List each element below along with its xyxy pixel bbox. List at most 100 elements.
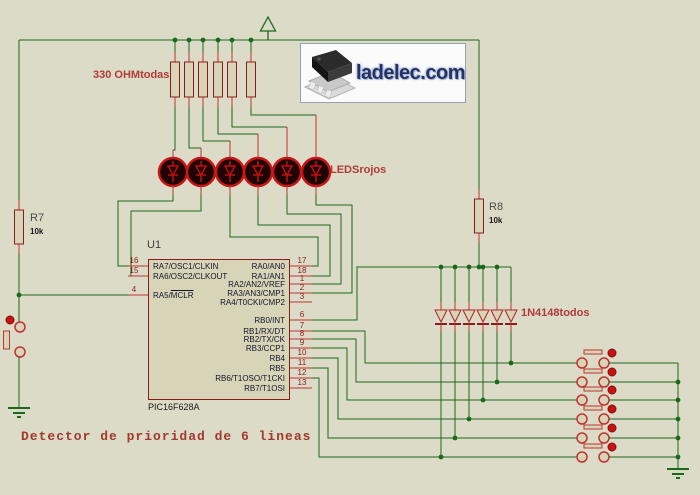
junction-dot: [466, 416, 472, 422]
switch-actuator[interactable]: [607, 367, 617, 377]
switch-terminal[interactable]: [598, 394, 610, 406]
button-terminal[interactable]: [14, 346, 26, 358]
switch-actuator[interactable]: [607, 385, 617, 395]
led-symbol: [223, 165, 237, 177]
switch-terminal[interactable]: [576, 376, 588, 388]
junction-dot: [16, 292, 22, 298]
pin-name: RA0/AN0: [251, 262, 285, 271]
switch-actuator[interactable]: [607, 348, 617, 358]
junction-dot: [476, 264, 482, 270]
switch-terminal[interactable]: [576, 451, 588, 463]
switch-terminal[interactable]: [576, 394, 588, 406]
switch-terminal[interactable]: [576, 357, 588, 369]
switch-terminal[interactable]: [576, 432, 588, 444]
led-symbol: [309, 165, 323, 177]
pin-number: 13: [297, 378, 307, 387]
reset-button[interactable]: [3, 330, 10, 350]
r8-ref: R8: [489, 201, 504, 213]
switch-button-bar[interactable]: [583, 368, 603, 374]
resistor-r7[interactable]: [14, 209, 24, 245]
switch-terminal[interactable]: [598, 357, 610, 369]
switch-button-bar[interactable]: [583, 405, 603, 411]
pin-number: 15: [129, 266, 139, 275]
pin-name: RA2/AN2/VREF: [228, 280, 285, 289]
diode-group-label: 1N4148todos: [521, 307, 590, 319]
diode-1n4148[interactable]: [434, 309, 448, 324]
junction-dot: [508, 360, 514, 366]
wire: [257, 195, 331, 277]
switch-terminal[interactable]: [598, 432, 610, 444]
pin-number: 2: [299, 283, 305, 292]
junction-dot: [494, 379, 500, 385]
led-symbol: [194, 165, 208, 177]
led-symbol: [280, 165, 294, 177]
wire: [173, 107, 176, 151]
switch-actuator[interactable]: [607, 404, 617, 414]
pin-number: 10: [297, 348, 307, 357]
switch-terminal[interactable]: [598, 376, 610, 388]
switch-actuator[interactable]: [607, 442, 617, 452]
pin-number: 16: [129, 256, 139, 265]
schematic-title: Detector de prioridad de 6 lineas: [21, 429, 312, 444]
pin-name: RB5: [269, 364, 285, 373]
pin-number: 8: [299, 329, 305, 338]
wire: [312, 195, 353, 294]
switch-terminal[interactable]: [576, 413, 588, 425]
button-terminal[interactable]: [14, 321, 26, 333]
pin-name: RA5/MCLR: [153, 291, 194, 300]
wire: [250, 107, 316, 116]
switch-button-bar[interactable]: [583, 443, 603, 449]
wire: [312, 367, 577, 439]
pin-name: RB7/T1OSI: [244, 384, 285, 393]
resistor-330ohm[interactable]: [246, 61, 256, 98]
r7-ref: R7: [30, 212, 45, 224]
switch-actuator[interactable]: [607, 423, 617, 433]
u1-part-number: PIC16F628A: [148, 402, 200, 412]
diode-1n4148[interactable]: [490, 309, 504, 324]
led-symbol: [166, 165, 180, 177]
microcontroller-u1[interactable]: [148, 259, 290, 400]
pin-name: RB0/INT: [254, 316, 285, 325]
pin-number: 7: [299, 321, 305, 330]
u1-ref: U1: [147, 239, 162, 251]
diode-1n4148[interactable]: [462, 309, 476, 324]
junction-dot: [452, 435, 458, 441]
resistor-330ohm[interactable]: [184, 61, 194, 98]
led-symbol: [251, 165, 265, 177]
diode-1n4148[interactable]: [504, 309, 518, 324]
switch-terminal[interactable]: [598, 451, 610, 463]
pin-number: 6: [299, 310, 305, 319]
wire: [217, 107, 258, 135]
wire: [312, 338, 577, 383]
pin-name: RA3/AN3/CMP1: [227, 289, 285, 298]
button-actuator[interactable]: [5, 315, 15, 325]
resistor-330ohm[interactable]: [213, 61, 223, 98]
diode-1n4148[interactable]: [476, 309, 490, 324]
resistor-330ohm[interactable]: [198, 61, 208, 98]
power-arrow-icon: [259, 15, 277, 32]
pin-name: RA1/AN1: [251, 272, 285, 281]
wire: [229, 195, 319, 267]
resistor-330ohm[interactable]: [170, 61, 180, 98]
diode-1n4148[interactable]: [448, 309, 462, 324]
wire: [188, 107, 201, 149]
resistor-330ohm[interactable]: [227, 61, 237, 98]
pin-number: 17: [297, 256, 307, 265]
pin-number: 3: [299, 292, 305, 301]
wire: [286, 195, 342, 285]
wire: [312, 377, 577, 458]
ladelec-logo: ladelec.com: [300, 43, 466, 103]
pin-name: RB2/TX/CK: [243, 335, 285, 344]
switch-terminal[interactable]: [598, 413, 610, 425]
int-bus: [312, 266, 511, 321]
pin-name: RA7/OSC1/CLKIN: [153, 262, 219, 271]
wire: [117, 195, 174, 267]
switch-button-bar[interactable]: [583, 424, 603, 430]
switch-button-bar[interactable]: [583, 386, 603, 392]
wire: [312, 330, 577, 364]
pin-name: RA4/T0CKI/CMP2: [220, 298, 285, 307]
wire: [231, 107, 287, 128]
switch-button-bar[interactable]: [583, 349, 603, 355]
resistor-r8[interactable]: [474, 198, 484, 234]
